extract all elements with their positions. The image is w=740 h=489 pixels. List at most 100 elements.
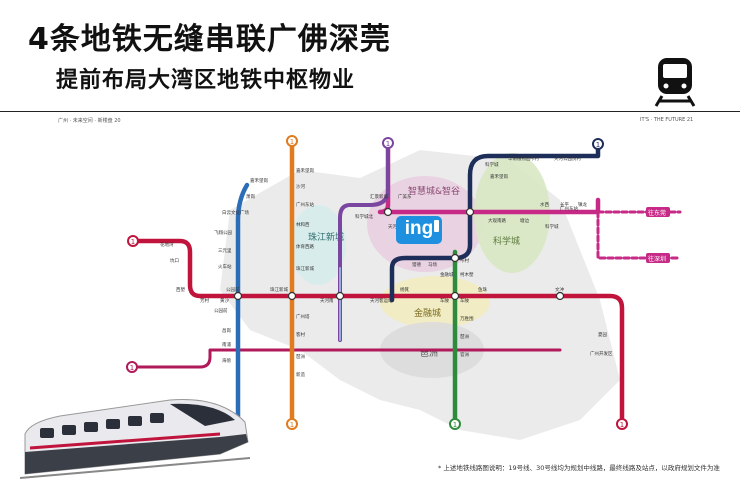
high-speed-train-image [20,399,250,479]
terminal-orange-south: 1 [286,418,298,430]
footnote: * 上述地铁线路图说明：19号线、30号线均为规划中线路，最终线路及站点，以政府… [438,464,720,472]
station-label-blue: 南浦 [222,341,231,348]
station-gongyuanqian [233,291,243,301]
page-title: 4条地铁无缝串联广佛深莞 [28,22,391,57]
station-label-orange: 体育西路 [296,243,314,250]
station-label-purple: 大观南路 [488,217,506,224]
terminal-red-west: 1 [127,235,139,247]
station-label-red: 花地湾 [160,241,174,248]
station-label-purple: 广美东 [398,193,412,200]
line-blue [235,182,250,423]
station-label-red: 车陂 [440,297,449,304]
line-violet [338,144,390,342]
station-label-orange: 琶洲 [296,354,305,360]
svg-text:1: 1 [131,238,135,246]
station-wenchong [555,291,565,301]
station-label-green: 岑村 [460,257,469,264]
station-label-purple: 镇龙 [578,201,587,208]
station-label-navy: 嘉禾望岗 [490,173,508,180]
station-label-orange: 广州东站 [296,201,314,208]
station-label-blue: 飞翔公园 [214,229,232,236]
station-label-navy: 天河公园 [554,155,572,162]
svg-text:1: 1 [596,141,600,149]
line-navy [389,146,601,303]
station-label-blue: 白云文化广场 [222,209,249,216]
station-label-purple: 长平 [560,201,569,208]
station-label-green: 万胜围 [460,315,474,322]
station-label-orange: 客村 [296,331,305,338]
station-label-red: 珠江新城 [270,286,288,293]
station-label-navy: 员村 [572,155,581,162]
station-label-orange: 珠江新城 [296,265,314,272]
terminal-red-east: 1 [616,418,628,430]
station-label-blue: 火车站 [218,263,232,270]
station-label-red: 黄沙 [220,297,229,304]
page-subtitle: 提前布局大湾区地铁中枢物业 [56,68,356,93]
label-zhijiang: 珠江新城 [308,231,344,243]
terminal-navy-east: 1 [592,138,604,150]
station-label-red: 芳村 [200,297,209,304]
header-right: IT'S · THE FUTURE 21 [640,117,694,123]
station-label-purple: 科学城北 [355,213,373,220]
station-label-red: 坑口 [170,257,179,264]
station-label-red: 杨箕 [400,286,409,293]
branch-shenzhen-badge [646,253,670,263]
station-label-purple: 水西 [540,201,549,208]
branch-dongguan-label: 往东莞 [648,209,666,217]
station-tianhe-kys [383,207,393,217]
line-terminals: 1 1 1 1 1 1 1 1 1 [126,135,628,430]
line-magenta-south [130,348,562,369]
station-label-purple: 科学城 [545,223,559,230]
station-label-orange: 林和西 [296,221,310,228]
svg-text:1: 1 [453,421,457,429]
branch-shenzhen-label: 往深圳 [648,255,666,263]
svg-text:1: 1 [290,421,294,429]
svg-text:1: 1 [620,421,624,429]
station-zhujiang [287,291,297,301]
label-kexue: 科学城 [493,235,520,247]
station-label-navy: 金融城 [440,271,454,278]
station-kecun [450,253,460,263]
station-chebei [450,291,460,301]
terminal-green-south: 1 [449,418,461,430]
terminal-orange-north: 1 [286,135,298,147]
label-zhihui: 智慧城&智谷 [408,185,460,197]
station-label-red: 广州开发区 [590,350,613,357]
station-label-red: 天河南 [320,297,334,304]
station-label-blue: 公园前 [214,307,228,314]
station-label-green: 柯木塱 [460,271,474,278]
terminal-violet-north: 1 [382,137,394,149]
project-logo: ing [396,216,442,244]
svg-text:1: 1 [290,138,294,146]
branch-dongguan-badge [646,207,670,217]
station-label-navy: 华南植物园 [508,155,531,162]
svg-text:1: 1 [130,364,134,372]
station-label-blue: 昌岗 [222,327,231,334]
svg-text:1: 1 [386,140,390,148]
station-tianhenan [335,291,345,301]
station-label-blue: 嘉禾望岗 [250,177,268,184]
station-label-red: 夏园 [598,332,607,338]
label-pazhou: 琶洲 [420,348,438,359]
header-rule [0,111,740,112]
district-zhijiang [290,205,346,285]
station-label-navy: 岑村 [530,155,539,162]
station-label-green: 琶洲 [460,334,469,340]
header-left: 广州 · 未来空间 · 新楼盘 20 [58,118,121,124]
station-label-orange: 新造 [296,371,305,378]
metro-train-icon [654,58,696,107]
station-label-orange: 嘉禾望岗 [296,167,314,174]
station-label-red: 文冲 [555,286,564,293]
label-jinrong: 金融城 [414,307,441,319]
station-label-red: 西塱 [176,286,185,293]
station-guangmei [465,207,475,217]
station-label-green: 车陂 [460,297,469,304]
station-label-red: 公园前 [226,286,240,293]
station-label-orange: 沙河 [296,183,305,190]
station-label-navy: 科学城 [485,161,499,168]
interchange-stations [233,207,565,301]
station-label-purple: 塘边 [520,217,529,224]
district-jinrong [380,276,490,328]
station-label-red: 天河客运站 [370,297,393,304]
station-label-green: 官洲 [460,351,469,358]
